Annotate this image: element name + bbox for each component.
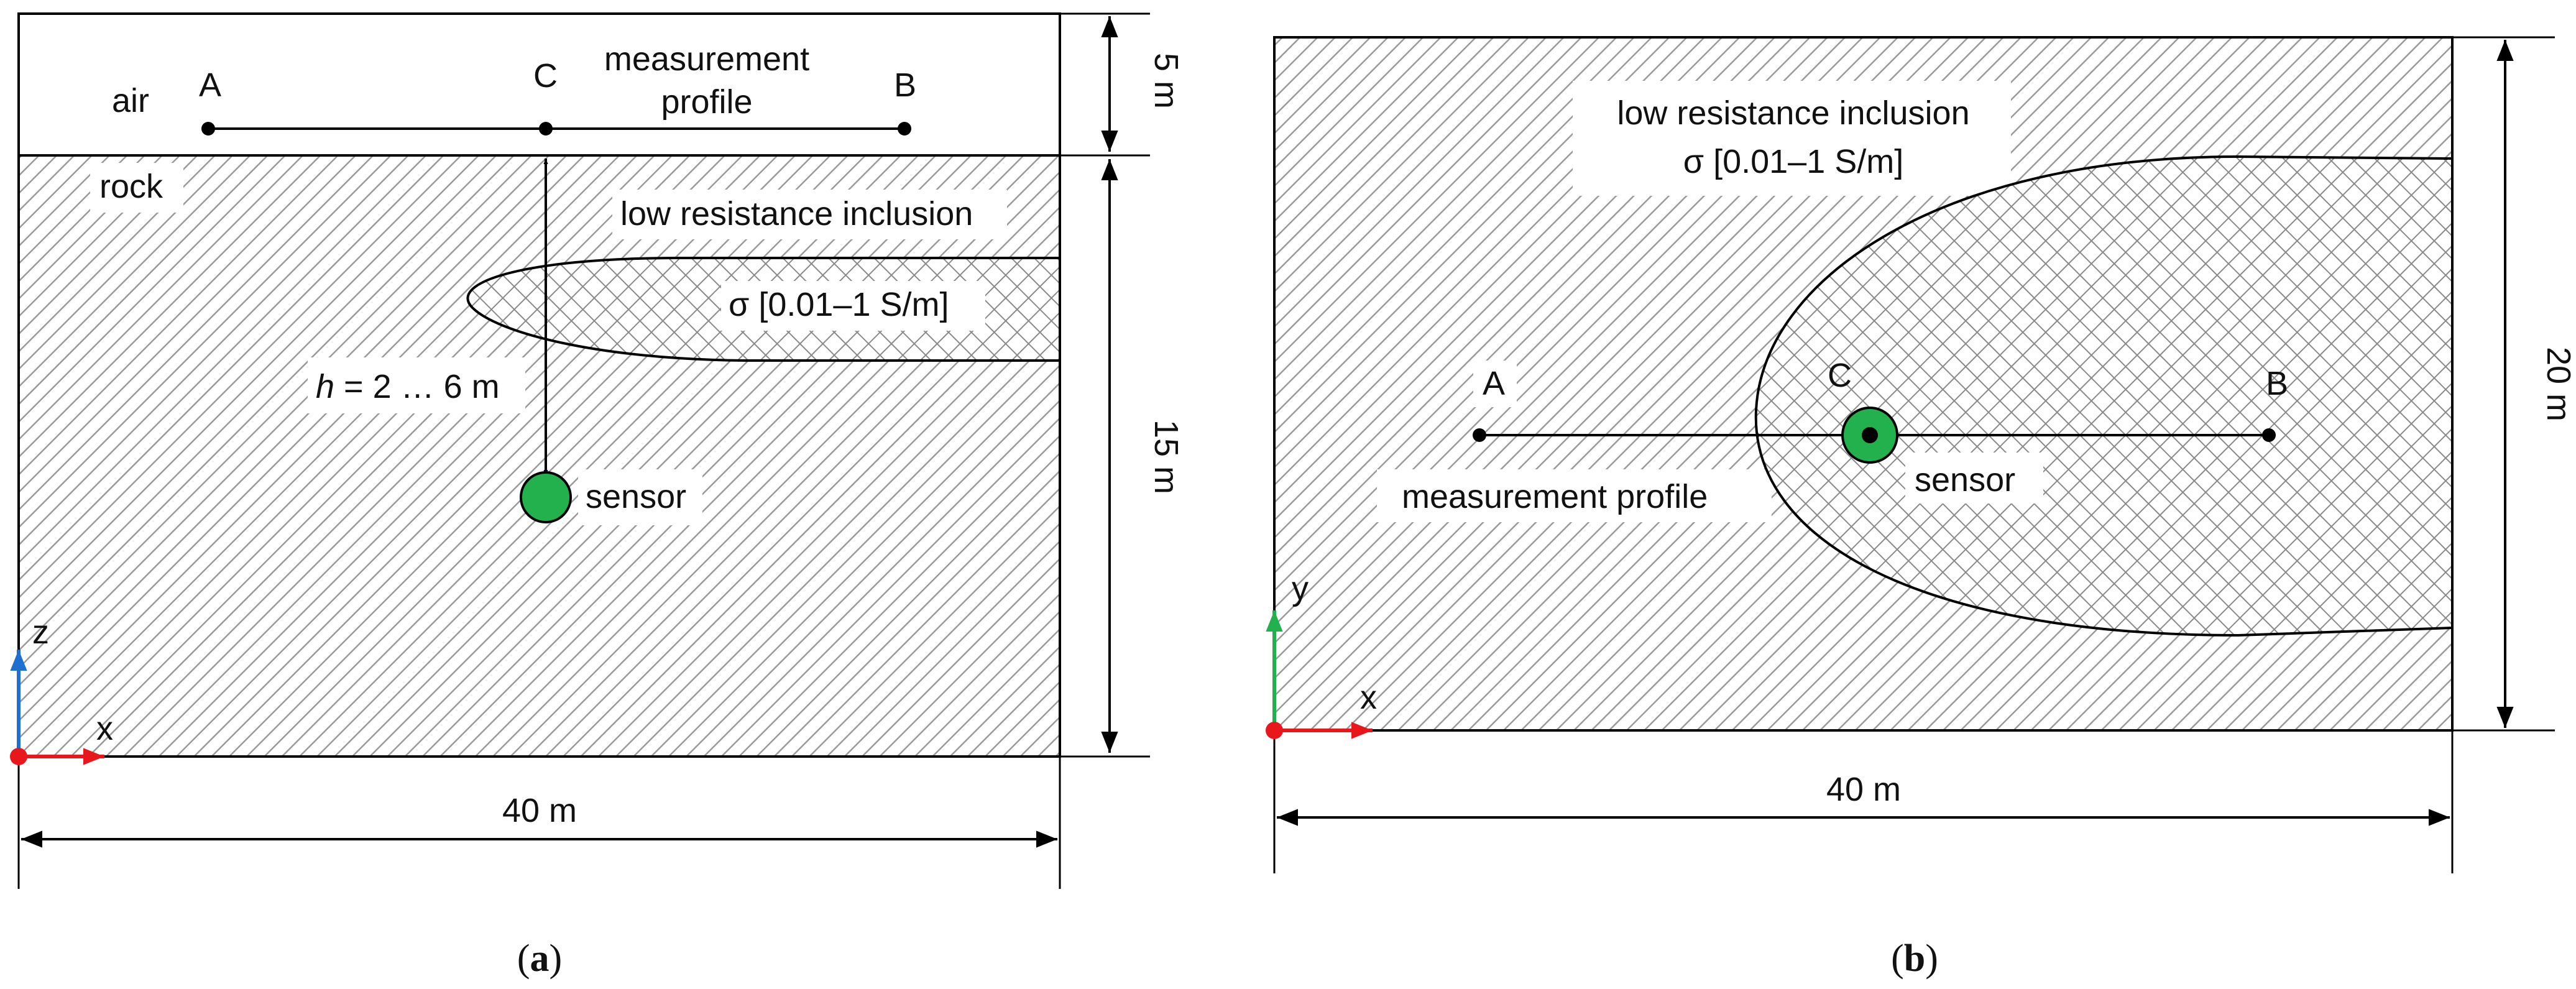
label-sigma: σ [0.01–1 S/m] (729, 286, 949, 323)
label-40m-a: 40 m (502, 792, 577, 829)
label-axis-z: z (32, 614, 49, 651)
origin-marker (10, 748, 27, 765)
label-15m: 15 m (1148, 420, 1185, 494)
label-sensor-b: sensor (1915, 461, 2015, 499)
panel-a: air rock A C B measurement profile low r… (10, 12, 1185, 980)
label-rock: rock (99, 168, 163, 205)
label-inclusion-b: low resistance inclusion (1617, 94, 1969, 132)
rock-region (17, 154, 1061, 758)
caption-b: (b) (1891, 937, 1938, 980)
point-b-b (2262, 428, 2276, 442)
label-axis-x-a: x (96, 710, 113, 747)
label-point-b-b: B (2266, 365, 2288, 402)
caption-a: (a) (517, 937, 562, 980)
label-point-a-b: A (1483, 365, 1505, 402)
label-point-a: A (199, 67, 221, 104)
point-c (539, 122, 553, 136)
label-profile-b: measurement profile (1402, 478, 1708, 515)
label-profile-line2: profile (661, 83, 752, 121)
label-inclusion: low resistance inclusion (620, 195, 973, 232)
label-sensor: sensor (586, 478, 686, 515)
label-5m: 5 m (1148, 53, 1185, 109)
point-b (898, 122, 911, 136)
label-depth: h = 2 … 6 m (316, 368, 500, 405)
point-a-b (1473, 428, 1486, 442)
point-a (201, 122, 215, 136)
label-20m: 20 m (2540, 347, 2576, 421)
label-air: air (112, 82, 149, 119)
label-point-b: B (894, 67, 916, 104)
label-axis-x-b: x (1360, 679, 1377, 716)
sensor-marker (520, 471, 572, 523)
label-axis-y: y (1292, 570, 1309, 607)
label-point-c-b: C (1828, 357, 1852, 394)
label-profile-line1: measurement (604, 40, 809, 78)
air-region (17, 12, 1061, 157)
label-40m-b: 40 m (1826, 771, 1901, 808)
panel-b: low resistance inclusion σ [0.01–1 S/m] … (1266, 36, 2576, 980)
point-c-b (1862, 427, 1878, 443)
label-point-c: C (533, 57, 558, 94)
origin-marker-b (1266, 722, 1283, 739)
inclusion-region-b (1754, 155, 2454, 637)
label-sigma-b: σ [0.01–1 S/m] (1683, 143, 1904, 180)
